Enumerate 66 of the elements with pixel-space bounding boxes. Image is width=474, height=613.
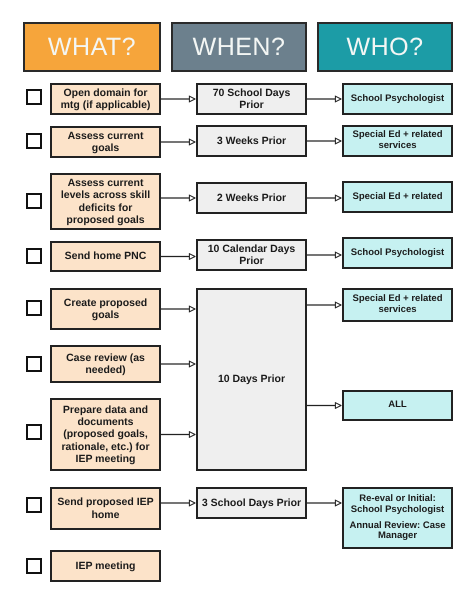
- task-box: [50, 83, 161, 115]
- box-text: Send home PNC: [64, 250, 146, 263]
- arrow: [307, 138, 342, 144]
- box-text: 3 Weeks Prior: [216, 134, 286, 148]
- box-text: 3 School Days Prior: [202, 496, 302, 510]
- box-text: Create proposed goals: [62, 296, 148, 322]
- arrow: [161, 500, 196, 506]
- arrow: [161, 194, 196, 202]
- timing-box: [196, 487, 307, 519]
- box-text: 10 Calendar Days Prior: [206, 242, 296, 268]
- header-text: WHAT?: [48, 32, 136, 62]
- role-box: [342, 487, 453, 549]
- task-box: [50, 550, 161, 582]
- arrow: [307, 302, 342, 308]
- column-header: [317, 22, 453, 72]
- arrow: [307, 96, 342, 102]
- box-text: 10 Days Prior: [218, 373, 286, 386]
- arrow: [161, 96, 196, 102]
- task-box: [50, 345, 161, 383]
- role-box: [342, 237, 453, 269]
- timing-box: [196, 83, 307, 115]
- box-text: Assess current levels across skill deficits for proposed goals: [60, 177, 152, 226]
- task-box: [50, 241, 161, 272]
- arrow: [161, 253, 196, 260]
- box-text: Annual Review: Case Manager: [348, 520, 447, 542]
- box-text: 70 School Days Prior: [212, 86, 292, 112]
- header-text: WHEN?: [192, 32, 286, 62]
- box-text: Special Ed + related: [352, 192, 443, 202]
- arrow: [161, 431, 196, 438]
- header-text: WHO?: [346, 32, 424, 62]
- task-box: [50, 126, 161, 158]
- task-box: [50, 288, 161, 330]
- arrow: [161, 138, 196, 146]
- role-box: [342, 390, 453, 421]
- role-box: [342, 83, 453, 115]
- box-text: IEP meeting: [76, 560, 136, 572]
- box-text: Case review (as needed): [65, 352, 146, 376]
- timing-box: [196, 288, 307, 471]
- box-text: Assess current goals: [66, 130, 144, 154]
- box-text: Re-eval or Initial: School Psychologist: [350, 494, 446, 516]
- box-text: Special Ed + related services: [351, 130, 444, 152]
- box-text: 2 Weeks Prior: [216, 192, 286, 204]
- box-text: Send proposed IEP home: [56, 496, 155, 521]
- task-box: [50, 398, 161, 471]
- arrow: [161, 306, 196, 312]
- box-text: Prepare data and documents (proposed goals, rationale, etc.) for IEP meeting: [60, 404, 151, 465]
- box-text: School Psychologist: [350, 94, 444, 104]
- column-header: [171, 22, 307, 72]
- arrow: [307, 500, 342, 506]
- timing-box: [196, 239, 307, 271]
- box-text: ALL: [388, 400, 407, 411]
- timing-box: [196, 182, 307, 214]
- box-text: School Psychologist: [350, 248, 444, 258]
- arrow: [161, 360, 196, 368]
- arrow: [307, 252, 342, 258]
- task-box: [50, 487, 161, 530]
- role-box: [342, 181, 453, 213]
- column-header: [23, 22, 161, 72]
- role-box: [342, 125, 453, 157]
- arrow: [307, 194, 342, 202]
- arrow: [307, 402, 342, 409]
- timing-box: [196, 125, 307, 157]
- task-box: [50, 173, 161, 230]
- role-box: [342, 288, 453, 322]
- box-text: Open domain for mtg (if applicable): [60, 86, 152, 112]
- box-text: Special Ed + related services: [351, 294, 444, 316]
